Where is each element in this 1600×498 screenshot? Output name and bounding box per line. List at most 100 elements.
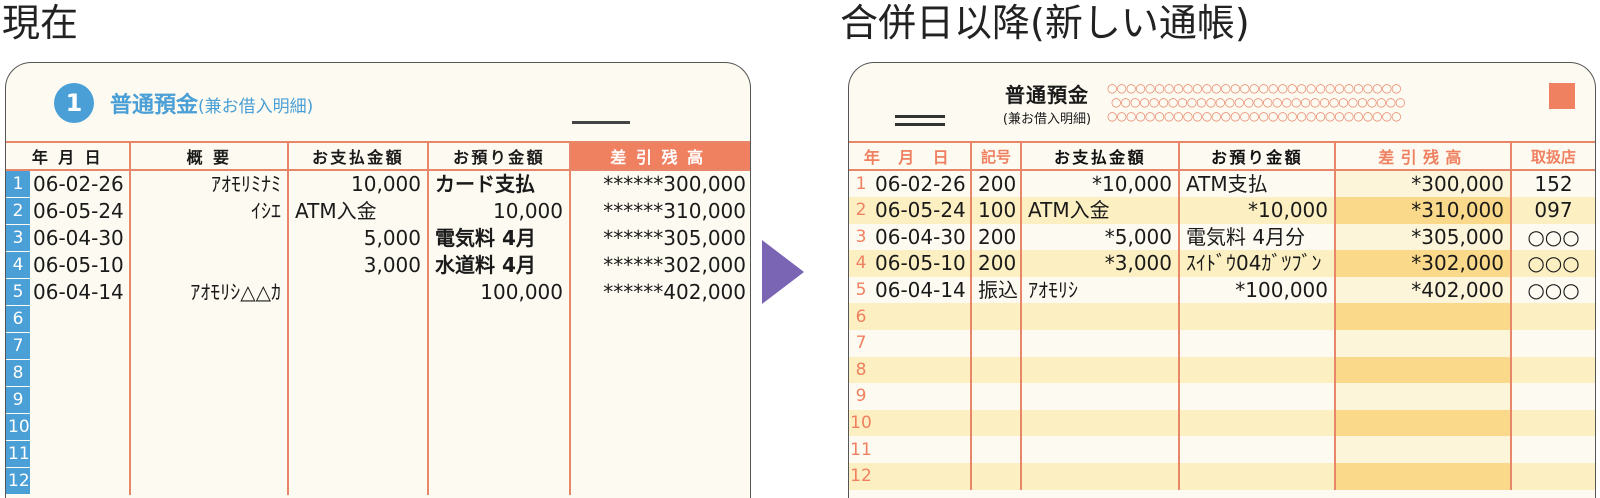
account-type-title: 普通預金 (兼お借入明細) — [987, 79, 1107, 127]
date-cell — [30, 305, 131, 333]
row-number: 6 — [849, 303, 873, 330]
table-row: 12 — [6, 467, 750, 495]
date-cell — [30, 467, 131, 495]
deposit-cell: 100,000 — [428, 278, 571, 306]
double-rule-top — [895, 115, 945, 118]
table-row: 9 — [849, 383, 1595, 410]
row-number: 4 — [849, 250, 873, 277]
deposit-cell — [428, 413, 571, 441]
branch-cell — [1511, 356, 1595, 384]
current-passbook-header: 1 普通預金(兼お借入明細) — [6, 63, 750, 141]
code-cell: 100 — [971, 197, 1022, 224]
new-passbook: 普通預金 (兼お借入明細) ○○○○○○○○○○○○○○○○○○○○○○○○○○… — [848, 62, 1596, 498]
table-row: 9 — [6, 386, 750, 414]
row-number: 2 — [6, 197, 30, 225]
balance-cell: *300,000 — [1335, 170, 1512, 197]
deposit-cell: 10,000 — [428, 197, 571, 225]
balance-cell — [1335, 329, 1512, 357]
table-row: 10 — [6, 413, 750, 441]
code-cell: 200 — [971, 170, 1022, 197]
current-passbook: 1 普通預金(兼お借入明細) 年 月 日 概 要 お支払金額 お預り金額 差引残… — [5, 62, 751, 498]
payment-cell — [288, 332, 429, 360]
code-cell — [971, 356, 1022, 384]
heading-current: 現在 — [2, 1, 79, 45]
date-cell: 06-05-10 — [30, 251, 131, 279]
balance-cell — [570, 468, 750, 495]
ledger-header-row: 年 月 日 記号 お支払金額 お預り金額 差引残高 取扱店 — [849, 142, 1595, 171]
row-number: 9 — [855, 386, 867, 407]
code-cell — [971, 436, 1022, 463]
deposit-cell — [1179, 303, 1336, 330]
code-cell: 振込 — [971, 276, 1022, 304]
header-rule — [572, 121, 630, 124]
payment-cell: 5,000 — [288, 224, 429, 252]
payment-cell — [288, 440, 429, 468]
date-cell: 06-05-24 — [873, 197, 972, 224]
branch-cell — [1511, 436, 1595, 463]
deposit-cell: *10,000 — [1179, 197, 1336, 224]
branch-cell — [1511, 409, 1595, 437]
payment-cell — [1021, 356, 1180, 384]
date-cell — [873, 303, 972, 330]
table-row: 7 — [6, 332, 750, 360]
col-payment: お支払金額 — [288, 142, 429, 171]
ledger-header-row: 年 月 日 概 要 お支払金額 お預り金額 差引残高 — [6, 142, 750, 171]
row-number: 12 — [6, 467, 30, 495]
date-cell: 06-02-26 — [30, 170, 131, 198]
table-row: 8 — [6, 359, 750, 387]
branch-cell — [1511, 383, 1595, 410]
account-type-subtitle: (兼お借入明細) — [1002, 112, 1092, 127]
table-row: 8 — [849, 356, 1595, 384]
payment-cell — [1021, 436, 1180, 463]
code-cell — [971, 383, 1022, 410]
corner-square-mark — [1549, 83, 1575, 109]
branch-cell: ○○○ — [1527, 278, 1580, 303]
payment-cell — [288, 467, 429, 495]
date-cell — [873, 329, 972, 357]
col-balance: 差引残高 — [570, 142, 750, 171]
col-payment: お支払金額 — [1021, 142, 1180, 171]
date-cell — [30, 359, 131, 387]
balance-cell — [570, 414, 750, 441]
deposit-cell: 電気料 4月 — [428, 224, 571, 252]
account-type-subtitle: (兼お借入明細) — [198, 97, 314, 117]
payment-cell — [288, 386, 429, 414]
balance-cell: *302,000 — [1335, 250, 1512, 277]
payment-cell: ATM入金 — [1021, 197, 1180, 224]
table-row: 7 — [849, 329, 1595, 357]
col-branch: 取扱店 — [1511, 142, 1595, 171]
table-row: 11 — [6, 440, 750, 468]
col-deposit: お預り金額 — [428, 142, 571, 171]
payment-cell: 10,000 — [288, 170, 429, 198]
balance-cell — [1335, 303, 1512, 330]
balance-cell: *305,000 — [1335, 223, 1512, 251]
payment-cell — [1021, 462, 1180, 490]
payment-cell — [288, 413, 429, 441]
date-cell: 06-04-14 — [873, 276, 972, 304]
deposit-cell — [1179, 409, 1336, 437]
row-number: 12 — [849, 462, 873, 490]
payment-cell — [288, 305, 429, 333]
code-cell — [971, 329, 1022, 357]
new-passbook-header: 普通預金 (兼お借入明細) ○○○○○○○○○○○○○○○○○○○○○○○○○○… — [849, 63, 1595, 141]
row-number: 1 — [855, 174, 867, 194]
summary-cell — [130, 386, 289, 414]
table-row: 6 — [849, 303, 1595, 330]
col-deposit: お預り金額 — [1179, 142, 1336, 171]
payment-cell — [1021, 409, 1180, 437]
code-cell — [971, 409, 1022, 437]
table-row: 6 — [6, 305, 750, 333]
balance-cell — [1335, 436, 1512, 463]
date-cell — [873, 436, 972, 463]
balance-cell — [1335, 356, 1512, 384]
date-cell — [873, 409, 972, 437]
summary-cell — [130, 467, 289, 495]
deposit-cell — [428, 332, 571, 360]
code-cell — [971, 303, 1022, 330]
